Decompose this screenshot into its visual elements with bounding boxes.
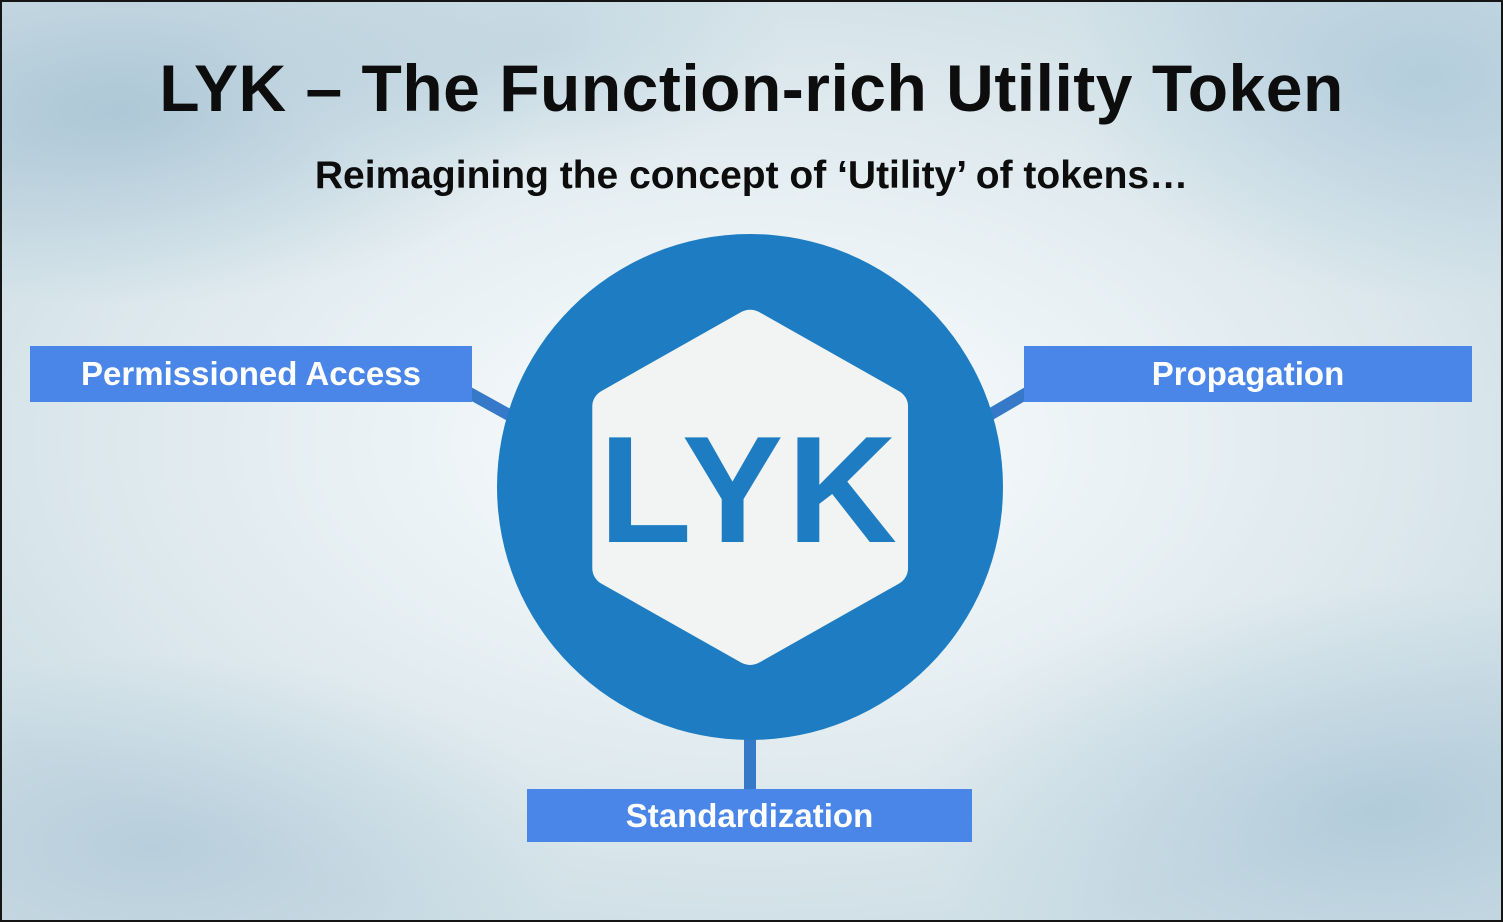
- node-label: Permissioned Access: [81, 355, 421, 392]
- lyk-token-badge: LYK: [497, 234, 1003, 740]
- node-label: Standardization: [625, 796, 874, 834]
- hexagon-icon: [592, 309, 908, 665]
- node-label: Propagation: [1151, 355, 1345, 392]
- token-label: LYK: [598, 404, 902, 575]
- page-subtitle: Reimagining the concept of ‘Utility’ of …: [314, 154, 1189, 197]
- page-title: LYK – The Function-rich Utility Token: [159, 51, 1344, 125]
- node-propagation: Propagation: [1024, 346, 1472, 402]
- node-permissioned-access: Permissioned Access: [30, 346, 472, 402]
- node-standardization: Standardization: [527, 789, 972, 842]
